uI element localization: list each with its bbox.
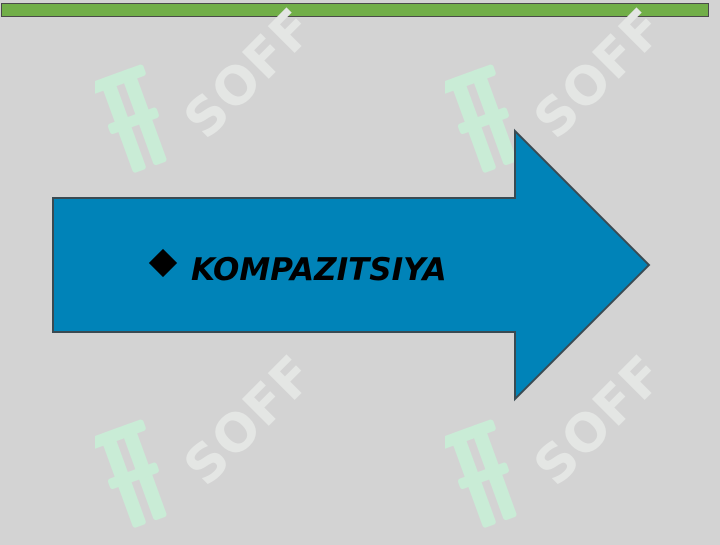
watermark-top-right: SOFF xyxy=(445,0,676,173)
watermark-bottom-right: SOFF xyxy=(445,344,676,528)
ff-logo-icon xyxy=(445,419,517,528)
slide-title: KOMPAZITSIYA xyxy=(191,252,447,288)
ff-logo-icon xyxy=(95,419,167,528)
ff-logo-icon xyxy=(445,64,517,173)
ff-logo-icon xyxy=(95,64,167,173)
top-accent-bar xyxy=(1,3,709,17)
diamond-bullet-icon xyxy=(148,248,178,278)
watermark-bottom-left: SOFF xyxy=(95,344,326,528)
watermark-top-left: SOFF xyxy=(95,0,326,173)
arrow-polygon xyxy=(52,128,651,402)
arrow-label: KOMPAZITSIYA xyxy=(147,248,447,292)
